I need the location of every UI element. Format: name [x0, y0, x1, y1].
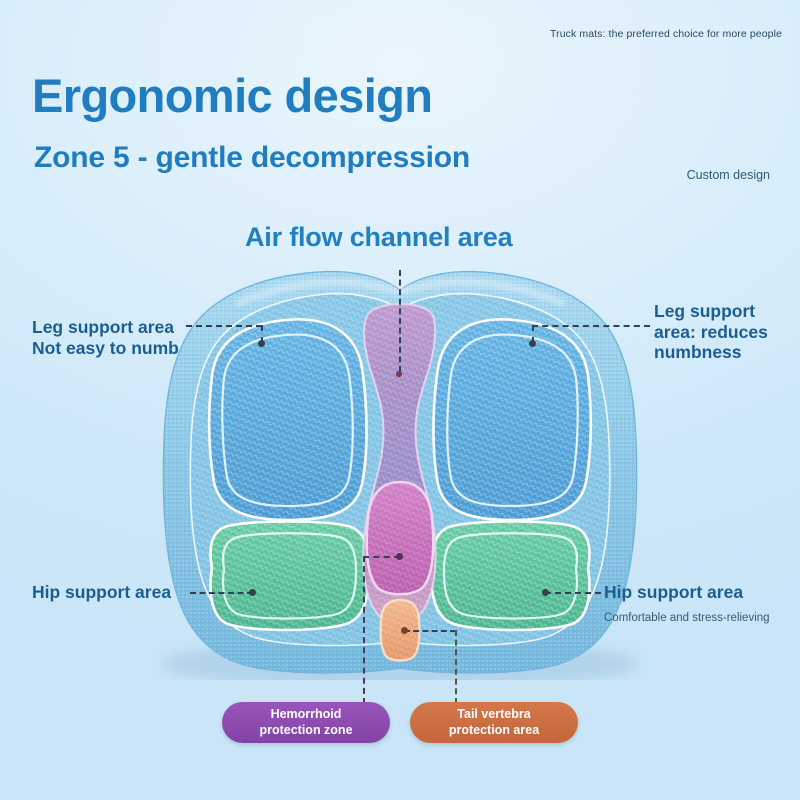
- leader-dot-leg-right: [529, 340, 536, 347]
- leader-line-leg-right: [532, 325, 650, 327]
- label-hip-support-right: Hip support area: [604, 582, 744, 602]
- leader-dot-air-flow: [396, 371, 402, 377]
- leader-dot-hemorrhoid: [396, 553, 403, 560]
- page-subtitle: Zone 5 - gentle decompression: [34, 141, 470, 174]
- zone-hip-support-right: [429, 520, 591, 632]
- air-flow-channel-title: Air flow channel area: [245, 222, 513, 252]
- zone-tail-vertebra-protection: [379, 598, 421, 662]
- leader-line-hip-left: [190, 592, 253, 594]
- leader-dot-tail: [401, 627, 408, 634]
- label-hip-support-left: Hip support area: [32, 582, 172, 602]
- zone-hip-support-left: [209, 520, 371, 632]
- badge-tail-vertebra-protection-area: Tail vertebra protection area: [410, 702, 578, 743]
- leader-line-hemorrhoid: [363, 556, 400, 558]
- zone-leg-support-left: [207, 318, 368, 522]
- zone-leg-support-right: [432, 318, 593, 522]
- cushion-svg: [162, 270, 638, 680]
- label-leg-support-right: Leg support area: reduces numbness: [654, 301, 768, 363]
- leader-line-leg-left-drop: [261, 325, 263, 343]
- leader-line-hemorrhoid-drop: [363, 556, 365, 704]
- custom-design-text: Custom design: [686, 168, 770, 182]
- leader-line-leg-right-drop: [532, 325, 534, 343]
- zone-hemorrhoid-protection: [365, 480, 435, 596]
- page-title: Ergonomic design: [32, 69, 433, 122]
- leader-line-tail: [404, 630, 456, 632]
- leader-line-air-flow: [399, 270, 401, 372]
- leader-line-hip-right: [545, 592, 601, 594]
- badge-hemorrhoid-protection-zone: Hemorrhoid protection zone: [222, 702, 390, 743]
- cushion-illustration: [150, 268, 650, 680]
- leader-line-leg-left: [186, 325, 262, 327]
- leader-dot-hip-left: [249, 589, 256, 596]
- tagline-text: Truck mats: the preferred choice for mor…: [549, 28, 782, 40]
- label-hip-support-right-sub: Comfortable and stress-relieving: [604, 612, 770, 624]
- leader-line-tail-drop: [455, 630, 457, 704]
- label-leg-support-left: Leg support area Not easy to numb: [32, 317, 179, 358]
- leader-dot-leg-left: [258, 340, 265, 347]
- leader-dot-hip-right: [542, 589, 549, 596]
